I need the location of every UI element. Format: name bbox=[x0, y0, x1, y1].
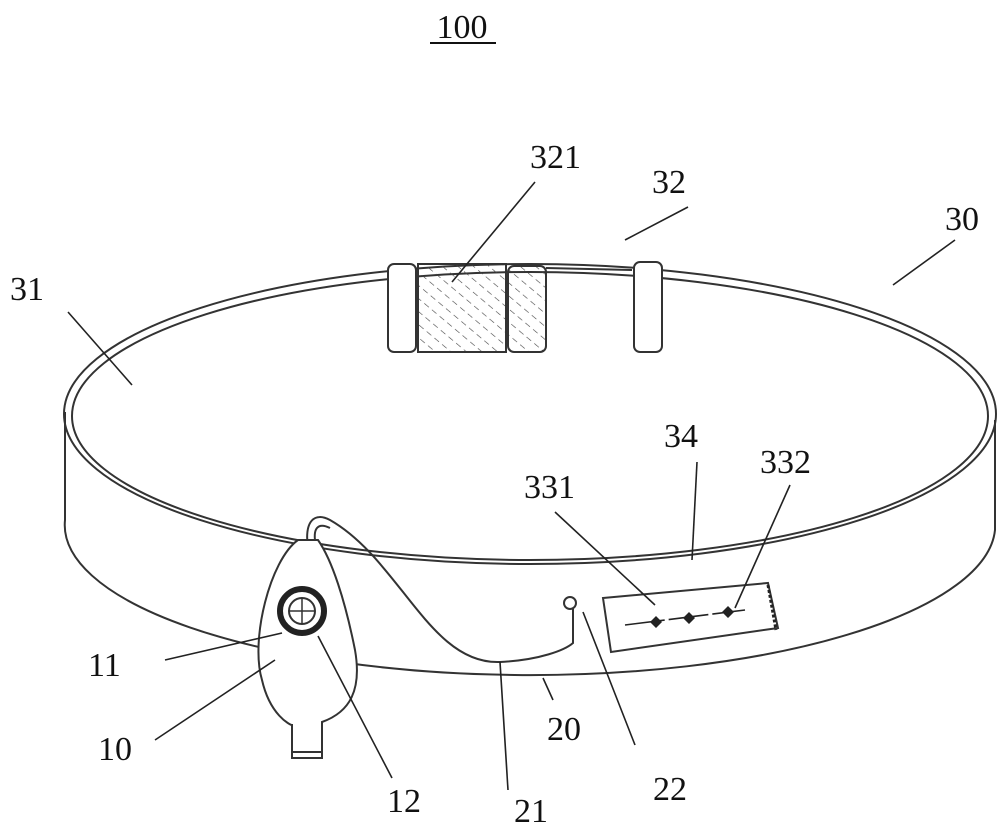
strap-loop bbox=[387, 263, 417, 353]
strap-loop-hatched bbox=[507, 265, 547, 353]
label-22: 22 bbox=[653, 771, 687, 808]
belt-top-rim-outer bbox=[63, 263, 997, 565]
label-32: 32 bbox=[652, 164, 686, 201]
strap-band bbox=[545, 267, 633, 271]
fastener-321 bbox=[417, 263, 507, 353]
strap-32 bbox=[387, 261, 663, 353]
label-30: 30 bbox=[945, 201, 979, 238]
leader-lines bbox=[67, 181, 956, 791]
label-34: 34 bbox=[664, 418, 698, 455]
panel-34 bbox=[601, 581, 780, 654]
label-10: 10 bbox=[98, 731, 132, 768]
belt-outer-band bbox=[63, 412, 996, 677]
connector-22 bbox=[563, 596, 577, 610]
connector-points bbox=[650, 606, 734, 628]
label-21: 21 bbox=[514, 793, 548, 830]
label-12: 12 bbox=[387, 783, 421, 820]
label-11: 11 bbox=[88, 647, 121, 684]
label-321: 321 bbox=[530, 139, 581, 176]
figure-number: 100 bbox=[437, 9, 488, 46]
tube-21 bbox=[306, 516, 574, 664]
label-332: 332 bbox=[760, 444, 811, 481]
label-20: 20 bbox=[547, 711, 581, 748]
label-331: 331 bbox=[524, 469, 575, 506]
pouch-10 bbox=[257, 539, 358, 759]
label-31: 31 bbox=[10, 271, 44, 308]
strap-loop-right bbox=[633, 261, 663, 353]
